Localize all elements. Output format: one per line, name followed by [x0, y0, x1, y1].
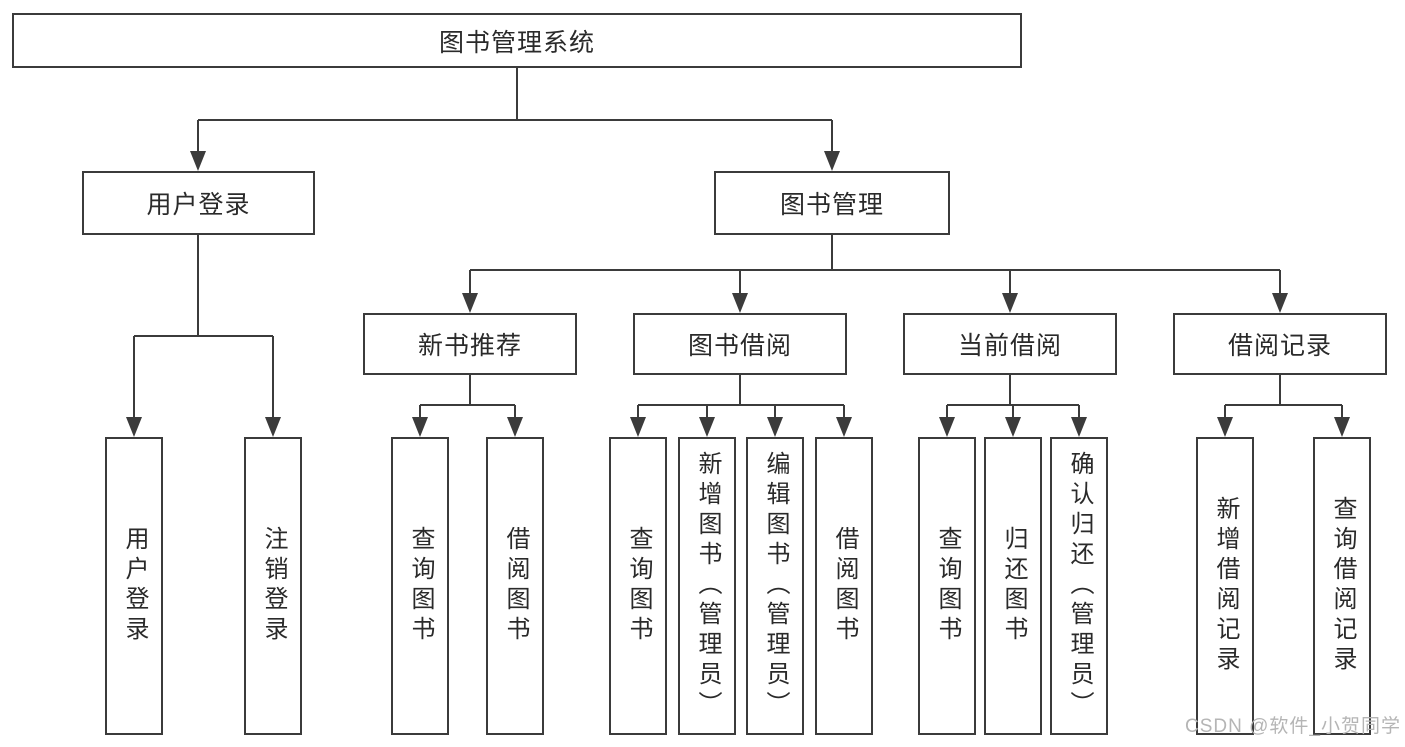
leaf-user-login: 用户登录 — [105, 437, 163, 735]
leaf-borrowing-borrow-books: 借阅图书 — [815, 437, 873, 735]
leaf-records-query-record: 查询借阅记录 — [1313, 437, 1371, 735]
node-user-login: 用户登录 — [82, 171, 315, 235]
leaf-current-return-books: 归还图书 — [984, 437, 1042, 735]
node-book-borrowing: 图书借阅 — [633, 313, 847, 375]
leaf-borrowing-add-books-admin: 新增图书（管理员） — [678, 437, 736, 735]
node-book-management: 图书管理 — [714, 171, 950, 235]
leaf-borrowing-query-books: 查询图书 — [609, 437, 667, 735]
node-current-borrowing: 当前借阅 — [903, 313, 1117, 375]
node-book-management-system: 图书管理系统 — [12, 13, 1022, 68]
csdn-watermark: CSDN @软件_小贺同学 — [1185, 716, 1401, 737]
leaf-borrowing-edit-books-admin: 编辑图书（管理员） — [746, 437, 804, 735]
leaf-recommend-query-books: 查询图书 — [391, 437, 449, 735]
leaf-logout: 注销登录 — [244, 437, 302, 735]
node-borrowing-records: 借阅记录 — [1173, 313, 1387, 375]
leaf-current-query-books: 查询图书 — [918, 437, 976, 735]
leaf-recommend-borrow-books: 借阅图书 — [486, 437, 544, 735]
leaf-records-add-record: 新增借阅记录 — [1196, 437, 1254, 735]
leaf-current-confirm-return-admin: 确认归还（管理员） — [1050, 437, 1108, 735]
node-new-book-recommend: 新书推荐 — [363, 313, 577, 375]
